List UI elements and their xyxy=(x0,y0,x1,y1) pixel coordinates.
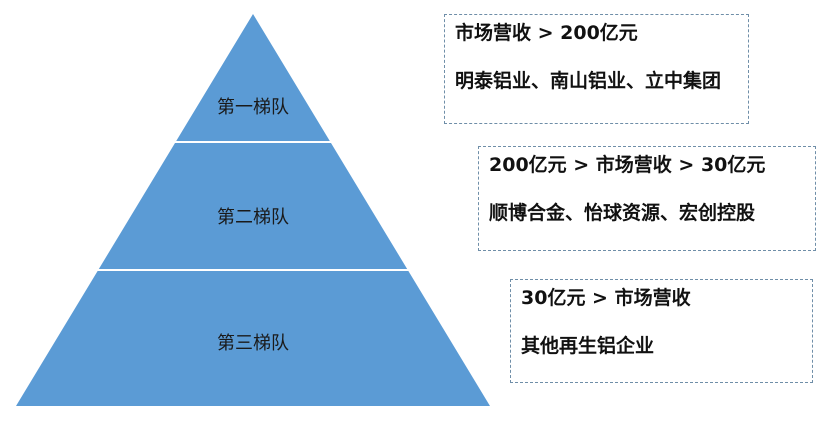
tier-1-label: 第一梯队 xyxy=(217,97,289,118)
tier-1-info-box: 市场营收 > 200亿元 明泰铝业、南山铝业、立中集团 xyxy=(444,14,749,124)
tier-3-label: 第三梯队 xyxy=(217,333,289,354)
tier-3-info-box: 30亿元 > 市场营收 其他再生铝企业 xyxy=(510,279,813,383)
tier-2-label: 第二梯队 xyxy=(217,207,289,228)
tier-3-revenue-range: 30亿元 > 市场营收 xyxy=(521,287,691,309)
tier-1-companies: 明泰铝业、南山铝业、立中集团 xyxy=(455,70,722,92)
tier-3-companies: 其他再生铝企业 xyxy=(521,335,655,357)
tier-2-revenue-range: 200亿元 > 市场营收 > 30亿元 xyxy=(489,154,766,176)
pyramid-shape xyxy=(16,14,490,406)
tier-2-companies: 顺博合金、怡球资源、宏创控股 xyxy=(489,202,756,224)
tier-1-revenue-range: 市场营收 > 200亿元 xyxy=(455,22,638,44)
tier-2-info-box: 200亿元 > 市场营收 > 30亿元 顺博合金、怡球资源、宏创控股 xyxy=(478,146,816,251)
